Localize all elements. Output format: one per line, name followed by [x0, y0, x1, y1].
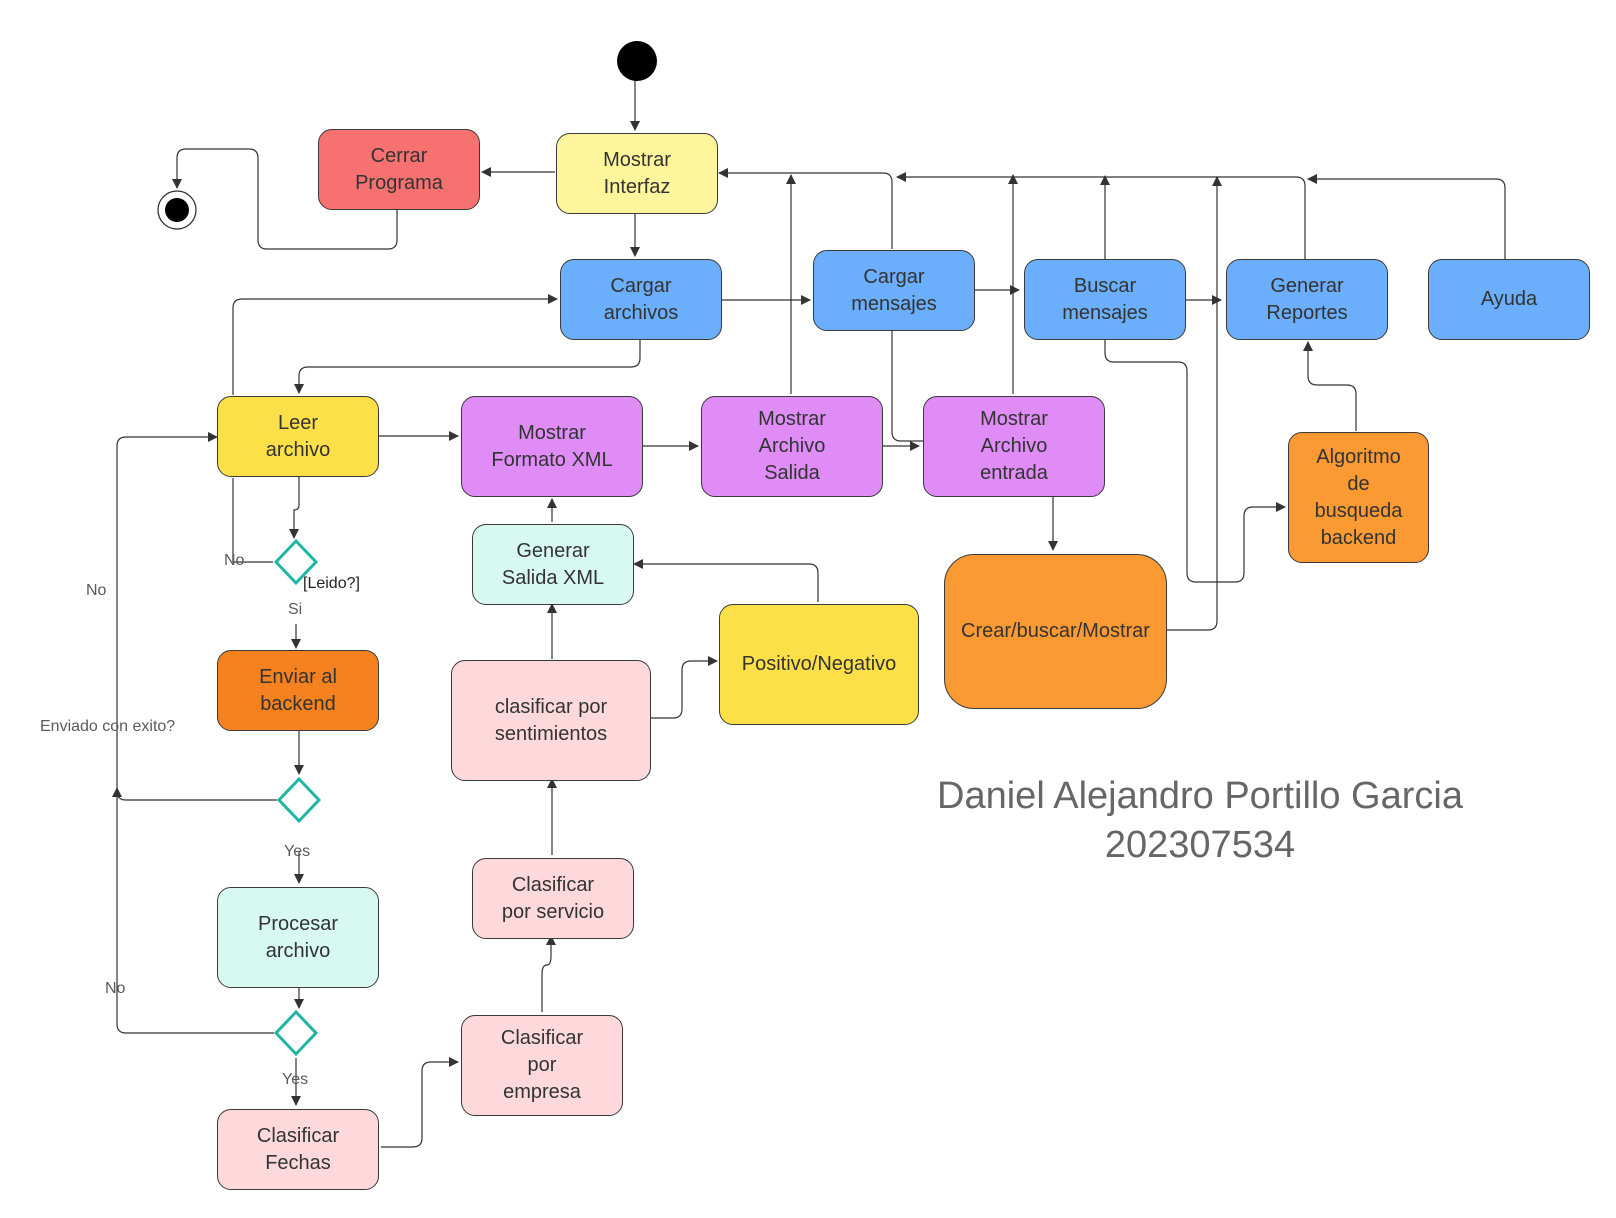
node-buscar-mensajes-label: Buscar mensajes: [1062, 274, 1148, 324]
node-generar-salida-xml-label: Generar Salida XML: [501, 539, 605, 589]
node-cargar-mensajes: Cargar mensajes: [813, 250, 975, 331]
edge-cargar-leer: [294, 340, 641, 394]
node-algoritmo-busqueda-label: Algoritmo de busqueda backend: [1314, 445, 1403, 549]
label-leido-guard: [Leido?]: [303, 575, 360, 592]
node-cargar-mensajes-label: Cargar mensajes: [851, 265, 937, 315]
edge-crear-up: [1166, 176, 1222, 631]
decision-enviado: [276, 776, 322, 824]
node-clasificar-sentimientos: clasificar por sentimientos: [451, 660, 651, 781]
node-clasificar-servicio-label: Clasificar por servicio: [501, 873, 605, 923]
node-generar-reportes: Generar Reportes: [1226, 259, 1388, 340]
node-enviar-backend: Enviar al backend: [217, 650, 379, 731]
edge-empresa-servicio: [541, 935, 556, 1012]
author-name: Daniel Alejandro Portillo Garcia: [937, 775, 1463, 817]
edge-positivo-salida: [633, 559, 819, 602]
node-ayuda: Ayuda: [1428, 259, 1590, 340]
end-node-core: [165, 198, 189, 222]
label-no-leido: No: [224, 552, 245, 569]
node-clasificar-sentimientos-label: clasificar por sentimientos: [494, 695, 608, 745]
node-leer-archivo-label: Leer archivo: [265, 411, 331, 461]
node-cargar-archivos-label: Cargar archivos: [603, 274, 679, 324]
node-cerrar-programa: Cerrar Programa: [318, 129, 480, 210]
label-enviado-exito: Enviado con exito?: [40, 718, 176, 735]
node-procesar-archivo-label: Procesar archivo: [257, 912, 339, 962]
node-generar-salida-xml: Generar Salida XML: [472, 524, 634, 605]
edge-dec2-no: [116, 432, 277, 801]
node-mostrar-formato-xml-label: Mostrar Formato XML: [491, 421, 613, 471]
edge-fechas-empresa: [381, 1057, 459, 1148]
node-crear-buscar-mostrar: Crear/buscar/Mostrar: [944, 554, 1167, 709]
node-mostrar-archivo-salida: Mostrar Archivo Salida: [701, 396, 883, 497]
node-ayuda-label: Ayuda: [1480, 288, 1538, 310]
node-buscar-mensajes: Buscar mensajes: [1024, 259, 1186, 340]
edge-reportes-interfaz: [896, 172, 1306, 259]
edge-algoritmo-reportes: [1303, 341, 1357, 431]
node-positivo-negativo-label: Positivo/Negativo: [741, 653, 897, 675]
edge-leer-dec1: [289, 477, 300, 539]
edge-sentimientos-positivo: [650, 656, 718, 719]
node-generar-reportes-label: Generar Reportes: [1266, 274, 1348, 324]
node-clasificar-fechas-label: Clasificar Fechas: [256, 1124, 340, 1174]
node-leer-archivo: Leer archivo: [217, 396, 379, 477]
author-id: 202307534: [1104, 824, 1296, 866]
decision-procesado: [273, 1009, 319, 1057]
edge-leer-cargar: [232, 294, 558, 395]
node-mostrar-formato-xml: Mostrar Formato XML: [461, 396, 643, 497]
node-algoritmo-busqueda: Algoritmo de busqueda backend: [1288, 432, 1429, 563]
node-cargar-archivos: Cargar archivos: [560, 259, 722, 340]
node-cerrar-programa-label: Cerrar Programa: [355, 144, 443, 194]
node-mostrar-interfaz-label: Mostrar Interfaz: [603, 148, 671, 198]
node-clasificar-fechas: Clasificar Fechas: [217, 1109, 379, 1190]
label-si: Si: [288, 601, 303, 618]
edge-dec3-no: [112, 787, 274, 1034]
node-mostrar-interfaz: Mostrar Interfaz: [556, 133, 718, 214]
label-yes-1: Yes: [284, 843, 311, 860]
node-clasificar-empresa: Clasificar por empresa: [461, 1015, 623, 1116]
edge-ayuda-line: [1307, 174, 1506, 259]
label-yes-2: Yes: [282, 1071, 309, 1088]
node-mostrar-archivo-salida-label: Mostrar Archivo Salida: [758, 408, 826, 484]
node-crear-buscar-mostrar-label: Crear/buscar/Mostrar: [961, 620, 1150, 642]
node-clasificar-empresa-label: Clasificar por empresa: [500, 1027, 584, 1103]
node-procesar-archivo: Procesar archivo: [217, 887, 379, 988]
node-positivo-negativo: Positivo/Negativo: [719, 604, 919, 725]
edge-cerrar-end: [172, 148, 398, 250]
node-mostrar-archivo-entrada-label: Mostrar Archivo entrada: [980, 408, 1048, 484]
start-node: [617, 41, 657, 81]
node-clasificar-servicio: Clasificar por servicio: [472, 858, 634, 939]
node-mostrar-archivo-entrada: Mostrar Archivo entrada: [923, 396, 1105, 497]
node-enviar-backend-label: Enviar al backend: [259, 665, 337, 715]
label-no-left-2: No: [105, 980, 126, 997]
edge-dec1-no: [232, 478, 273, 563]
edge-mensajes-interfaz: [718, 168, 893, 249]
label-no-left-1: No: [86, 582, 107, 599]
decision-leido: [273, 538, 319, 586]
edge-buscar-algoritmo: [1104, 340, 1286, 583]
